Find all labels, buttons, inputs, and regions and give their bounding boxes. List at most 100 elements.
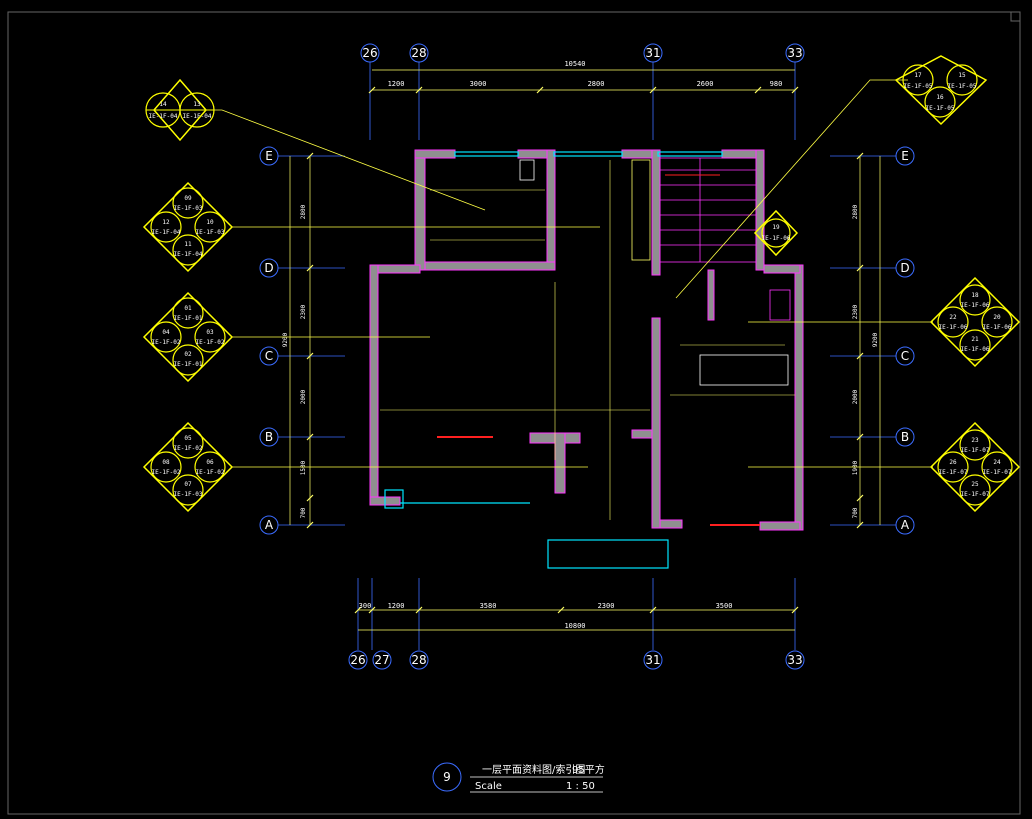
tag-code-15: IE-1F-05 (948, 83, 977, 90)
tag-number-06: 06 (206, 459, 214, 466)
tag-number-19: 19 (772, 224, 780, 231)
tag-code-07: IE-1F-03 (174, 491, 203, 498)
tag-number-01: 01 (184, 305, 192, 312)
left-dim-1: 2800 (300, 204, 307, 219)
grid-lines (278, 62, 896, 650)
tag-number-03: 03 (206, 329, 214, 336)
top-dim-1: 1200 (388, 80, 405, 88)
left-total-dim: 9200 (282, 332, 289, 347)
tag-number-07: 07 (184, 481, 192, 488)
tag-code-23: IE-1F-07 (961, 447, 990, 454)
axis-27-bottom: 27 (374, 653, 389, 667)
tag-code-26: IE-1F-07 (939, 469, 968, 476)
tag-number-23: 23 (971, 437, 979, 444)
tag-number-08: 08 (162, 459, 170, 466)
index-tag-09-12-10-11 (142, 181, 234, 273)
drawing-frame (7, 11, 1021, 815)
title-area: 95平方 (572, 763, 605, 776)
tag-number-26: 26 (949, 459, 957, 466)
tag-code-12: IE-1F-04 (152, 229, 181, 236)
left-dim-3: 2000 (300, 389, 307, 404)
tag-number-18: 18 (971, 292, 979, 299)
index-tag-19 (753, 209, 799, 257)
frame-corner (1010, 11, 1021, 22)
axis-28-top: 28 (411, 46, 426, 60)
interior-dimension-lines (380, 160, 795, 520)
axis-C-left: C (265, 349, 273, 363)
tag-number-05: 05 (184, 435, 192, 442)
axis-C-right: C (901, 349, 909, 363)
tag-code-06: IE-1F-02 (196, 469, 225, 476)
tag-code-13: IE-1F-04 (183, 113, 212, 120)
top-dim-3: 2800 (588, 80, 605, 88)
tag-number-11: 11 (184, 241, 192, 248)
tag-code-20: IE-1F-06 (983, 324, 1012, 331)
bottom-dim-2: 1200 (388, 602, 405, 610)
axis-D-left: D (264, 261, 273, 275)
walls (369, 149, 804, 531)
tag-number-20: 20 (993, 314, 1001, 321)
tag-code-14: IE-1F-04 (149, 113, 178, 120)
tag-code-03: IE-1F-02 (196, 339, 225, 346)
tag-number-21: 21 (971, 336, 979, 343)
tag-code-01: IE-1F-01 (174, 315, 203, 322)
tag-code-24: IE-1F-07 (983, 469, 1012, 476)
tag-number-15: 15 (958, 72, 966, 79)
axis-31-bottom: 31 (645, 653, 660, 667)
tag-number-02: 02 (184, 351, 192, 358)
tag-number-14: 14 (159, 101, 167, 108)
bottom-total-dim: 10800 (564, 622, 585, 630)
tag-code-04: IE-1F-02 (152, 339, 181, 346)
red-accents (437, 174, 760, 526)
index-tag-17-15-16 (894, 55, 988, 126)
tag-code-21: IE-1F-06 (961, 346, 990, 353)
index-tag-18-22-20-21 (929, 276, 1021, 368)
right-dim-2: 2300 (852, 304, 859, 319)
tag-code-16: IE-1F-05 (926, 105, 955, 112)
tag-code-11: IE-1F-04 (174, 251, 203, 258)
top-dim-5: 980 (770, 80, 783, 88)
left-dim-2: 2300 (300, 304, 307, 319)
tag-code-19: IE-1F-06 (762, 235, 791, 242)
tag-number-10: 10 (206, 219, 214, 226)
tag-code-02: IE-1F-01 (174, 361, 203, 368)
scale-value: 1 : 50 (566, 781, 595, 792)
top-total-dim: 10540 (564, 60, 585, 68)
right-dim-5: 700 (852, 507, 859, 518)
right-dim-4: 1900 (852, 460, 859, 475)
axis-B-left: B (265, 430, 273, 444)
right-dim-1: 2800 (852, 204, 859, 219)
scale-label: Scale (475, 781, 502, 792)
axis-bubbles (259, 43, 915, 670)
tag-number-16: 16 (936, 94, 944, 101)
bottom-dim-3: 3580 (480, 602, 497, 610)
tag-number-13: 13 (193, 101, 201, 108)
tag-code-10: IE-1F-03 (196, 229, 225, 236)
dimension-lines (289, 69, 881, 631)
index-tag-05-08-06-07 (142, 421, 234, 513)
tag-number-17: 17 (914, 72, 922, 79)
axis-A-left: A (265, 518, 274, 532)
tag-code-25: IE-1F-07 (961, 491, 990, 498)
bottom-dim-4: 2300 (598, 602, 615, 610)
tag-number-22: 22 (949, 314, 957, 321)
axis-33-top: 33 (787, 46, 802, 60)
title-number: 9 (443, 770, 451, 784)
axis-E-left: E (265, 149, 273, 163)
left-dim-4: 1500 (300, 460, 307, 475)
axis-A-right: A (901, 518, 910, 532)
dimension-ticks (306, 86, 864, 614)
axis-26-top: 26 (362, 46, 377, 60)
tag-code-17: IE-1F-05 (904, 83, 933, 90)
tag-code-18: IE-1F-06 (961, 302, 990, 309)
axis-26-bottom: 26 (350, 653, 365, 667)
right-dim-3: 2000 (852, 389, 859, 404)
leader-lines (198, 79, 933, 468)
top-dim-2: 3000 (470, 80, 487, 88)
bottom-dim-5: 3500 (716, 602, 733, 610)
axis-28-bottom: 28 (411, 653, 426, 667)
tag-number-04: 04 (162, 329, 170, 336)
index-tag-14-13 (145, 78, 215, 142)
index-tag-01-04-03-02 (142, 291, 234, 383)
title-name: 一层平面资料图/索引图 (482, 763, 585, 776)
